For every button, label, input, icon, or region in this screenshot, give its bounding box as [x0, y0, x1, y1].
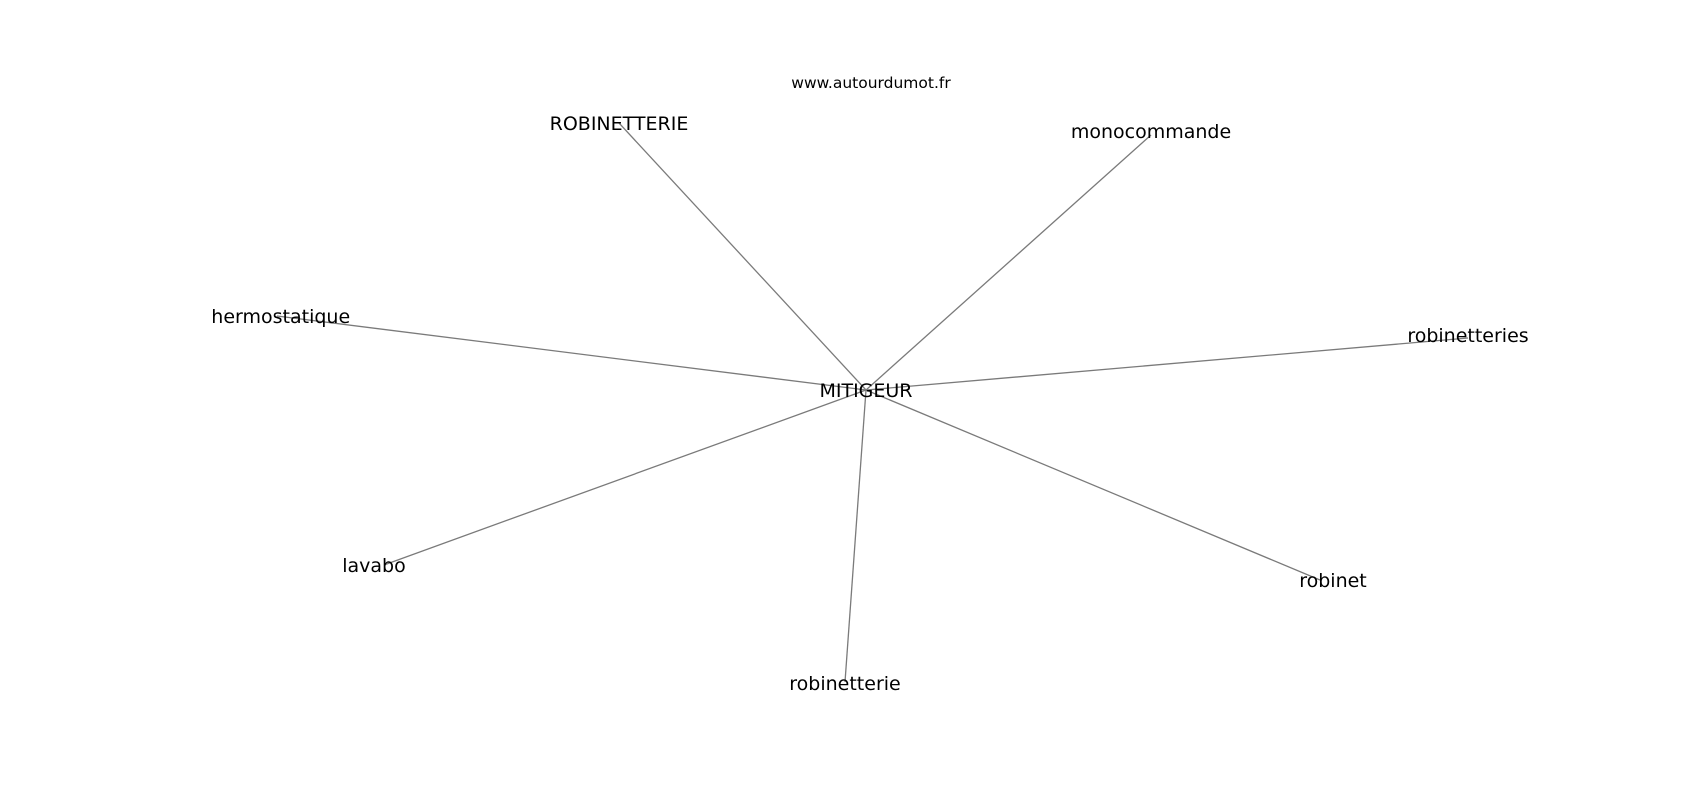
node-label-robinetterie: robinetterie — [789, 673, 900, 695]
node-label-monocommande: monocommande — [1071, 121, 1231, 143]
edge-mitigeur-monocommande — [865, 134, 1152, 391]
node-label-robinet: robinet — [1299, 570, 1367, 592]
node-label-robinetteries: robinetteries — [1407, 325, 1528, 347]
edge-mitigeur-robinetterie — [844, 389, 867, 683]
node-labels: MITIGEUR ROBINETTERIE monocommande therm… — [204, 113, 1529, 695]
node-label-thermostatique: thermostatique — [204, 306, 350, 328]
edge-mitigeur-robinetterie-caps — [618, 122, 867, 391]
edge-mitigeur-thermostatique — [276, 315, 867, 391]
edge-mitigeur-robinetteries — [865, 337, 1469, 391]
edge-mitigeur-robinet — [865, 389, 1321, 581]
node-label-robinetterie-caps: ROBINETTERIE — [550, 113, 689, 135]
source-url: www.autourdumot.fr — [791, 74, 951, 92]
node-label-lavabo: lavabo — [342, 555, 406, 577]
edge-mitigeur-lavabo — [383, 389, 867, 566]
node-label-mitigeur: MITIGEUR — [819, 380, 912, 402]
edges — [276, 122, 1469, 683]
